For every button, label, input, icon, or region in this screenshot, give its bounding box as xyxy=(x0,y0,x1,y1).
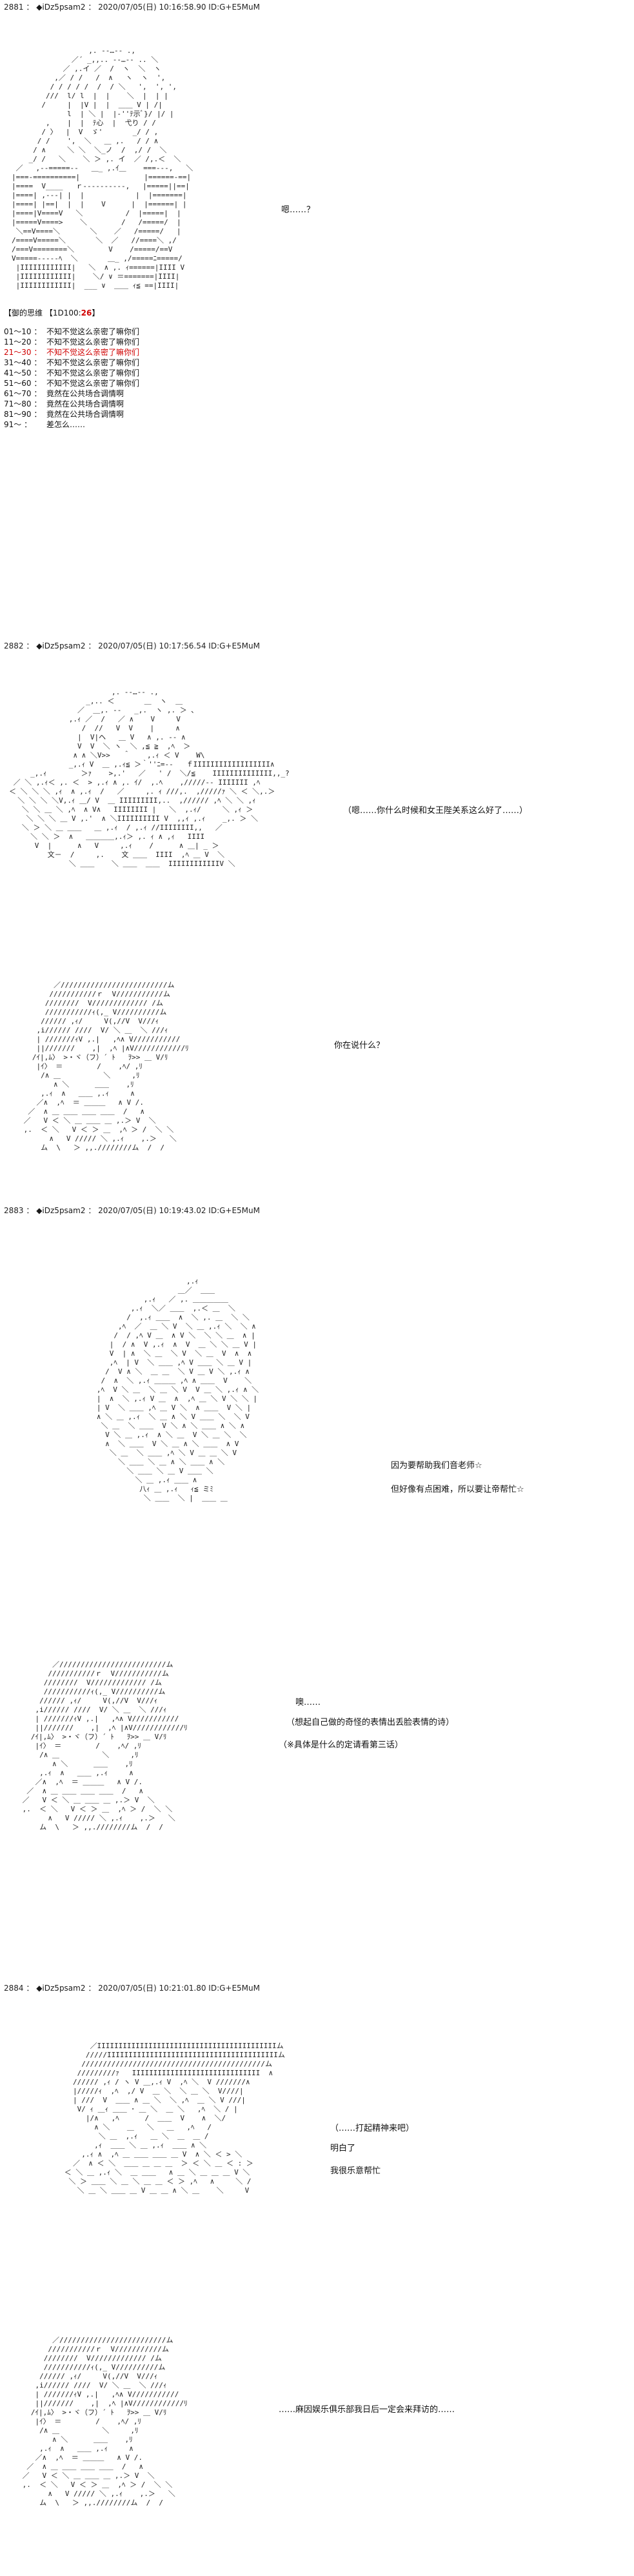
ascii-art-character-2: ／/////////////////////////ム ///////////ｒ… xyxy=(23,981,189,1152)
ascii-art-group-scene: ,. -‐…‐- ., _,.. ＜ ＿ ヽ ＿ ／ ＿,. -‐ _,. ヽ … xyxy=(9,688,290,868)
dice-row-21-30: 21～30 ：不知不觉这么亲密了嘛你们 xyxy=(4,348,140,357)
speech-line: （……打起精神来吧） xyxy=(330,2124,415,2133)
dice-row-71-80: 71～80 ：竟然在公共场合调情啊 xyxy=(4,399,124,408)
dice-row-11-20: 11～20 ：不知不觉这么亲密了嘛你们 xyxy=(4,337,140,347)
speech-line: （想起自己做的奇怪的表情出丢脸表情的诗） xyxy=(286,1718,455,1727)
poster-name[interactable]: ◆iDz5psam2 xyxy=(36,641,86,650)
post-2881: 2881 ： ◆iDz5psam2 ： 2020/07/05(日) 10:16:… xyxy=(0,1,634,479)
post-date: 2020/07/05(日) 10:21:01.80 ID:G+E5MuM xyxy=(98,1984,260,1993)
post-header: 2881 ： ◆iDz5psam2 ： 2020/07/05(日) 10:16:… xyxy=(4,3,260,12)
dice-row-01-10: 01～10 ：不知不觉这么亲密了嘛你们 xyxy=(4,327,140,336)
post-number: 2884 xyxy=(4,1984,24,1993)
dice-row-91: 91～ ：差怎么…… xyxy=(4,420,86,429)
post-2883: 2883 ： ◆iDz5psam2 ： 2020/07/05(日) 10:19:… xyxy=(0,1205,634,1947)
post-number: 2882 xyxy=(4,641,24,650)
dice-title-suffix: 】 xyxy=(92,308,100,317)
ascii-art-character-3: ／/////////////////////////ム ///////////ｒ… xyxy=(22,1660,188,1831)
post-date: 2020/07/05(日) 10:17:56.54 ID:G+E5MuM xyxy=(98,641,260,650)
post-date: 2020/07/05(日) 10:19:43.02 ID:G+E5MuM xyxy=(98,1206,260,1215)
post-number: 2883 xyxy=(4,1206,24,1215)
dice-title-prefix: 【御的思维 【1D100: xyxy=(4,308,81,317)
post-header: 2882 ： ◆iDz5psam2 ： 2020/07/05(日) 10:17:… xyxy=(4,641,260,650)
ascii-art-standing-figure: ,.ｨ ＿／ ＿＿ ,.ｨ ／ ,. ＿＿＿＿＿ ,.ｨ ＼／ ＿＿ ,.＜ ＿… xyxy=(96,1277,259,1502)
post-number: 2881 xyxy=(4,3,24,12)
speech-line: （※具体是什么的定请看第三话） xyxy=(279,1740,403,1750)
speech-line: 嗯……？ xyxy=(281,205,315,215)
dice-row-51-60: 51～60 ：不知不觉这么亲密了嘛你们 xyxy=(4,379,140,388)
post-2884: 2884 ： ◆iDz5psam2 ： 2020/07/05(日) 10:21:… xyxy=(0,1982,634,2576)
poster-name[interactable]: ◆iDz5psam2 xyxy=(36,1206,86,1215)
dice-row-41-50: 41～50 ：不知不觉这么亲密了嘛你们 xyxy=(4,368,140,377)
dice-roll-value: 26 xyxy=(81,308,92,317)
speech-line: ……麻因娱乐俱乐部我日后一定会来拜访的…… xyxy=(279,2405,455,2415)
speech-line: 噢…… xyxy=(295,1698,321,1707)
speech-line: （嗯……你什么时候和女王陛关系这么好了……） xyxy=(343,806,528,816)
dice-row-31-40: 31～40 ：不知不觉这么亲密了嘛你们 xyxy=(4,358,140,367)
ascii-art-character-1: ,. -‐…‐- ., ／´ _,,.. -‐…‐- .. ＼ ／ ,.イ ／ … xyxy=(12,46,193,290)
post-2882: 2882 ： ◆iDz5psam2 ： 2020/07/05(日) 10:17:… xyxy=(0,640,634,1169)
post-header: 2884 ： ◆iDz5psam2 ： 2020/07/05(日) 10:21:… xyxy=(4,1984,260,1993)
ascii-art-character-5: ／/////////////////////////ム ///////////ｒ… xyxy=(22,2336,188,2507)
post-date: 2020/07/05(日) 10:16:58.90 ID:G+E5MuM xyxy=(98,3,260,12)
poster-name[interactable]: ◆iDz5psam2 xyxy=(36,3,86,12)
speech-line: 你在说什么？ xyxy=(334,1041,385,1051)
ascii-art-character-4: ／IIIIIIIIIIIIIIIIIIIIIIIIIIIIIIIIIIIIIII… xyxy=(64,2042,285,2195)
speech-line: 因为要帮助我们音老师☆ xyxy=(391,1461,482,1471)
dice-row-81-90: 81～90 ：竟然在公共场合调情啊 xyxy=(4,410,124,419)
dice-result-table: 01～10 ：不知不觉这么亲密了嘛你们 11～20 ：不知不觉这么亲密了嘛你们 … xyxy=(4,327,139,430)
speech-line: 明白了 xyxy=(330,2144,356,2153)
speech-line: 但好像有点困难，所以要让帝帮忙☆ xyxy=(391,1485,524,1494)
speech-line: 我很乐意帮忙 xyxy=(330,2166,381,2176)
post-header: 2883 ： ◆iDz5psam2 ： 2020/07/05(日) 10:19:… xyxy=(4,1206,260,1215)
poster-name[interactable]: ◆iDz5psam2 xyxy=(36,1984,86,1993)
dice-row-61-70: 61～70 ：竟然在公共场合调情啊 xyxy=(4,389,124,398)
dice-title: 【御的思维 【1D100:26】 xyxy=(4,307,99,318)
